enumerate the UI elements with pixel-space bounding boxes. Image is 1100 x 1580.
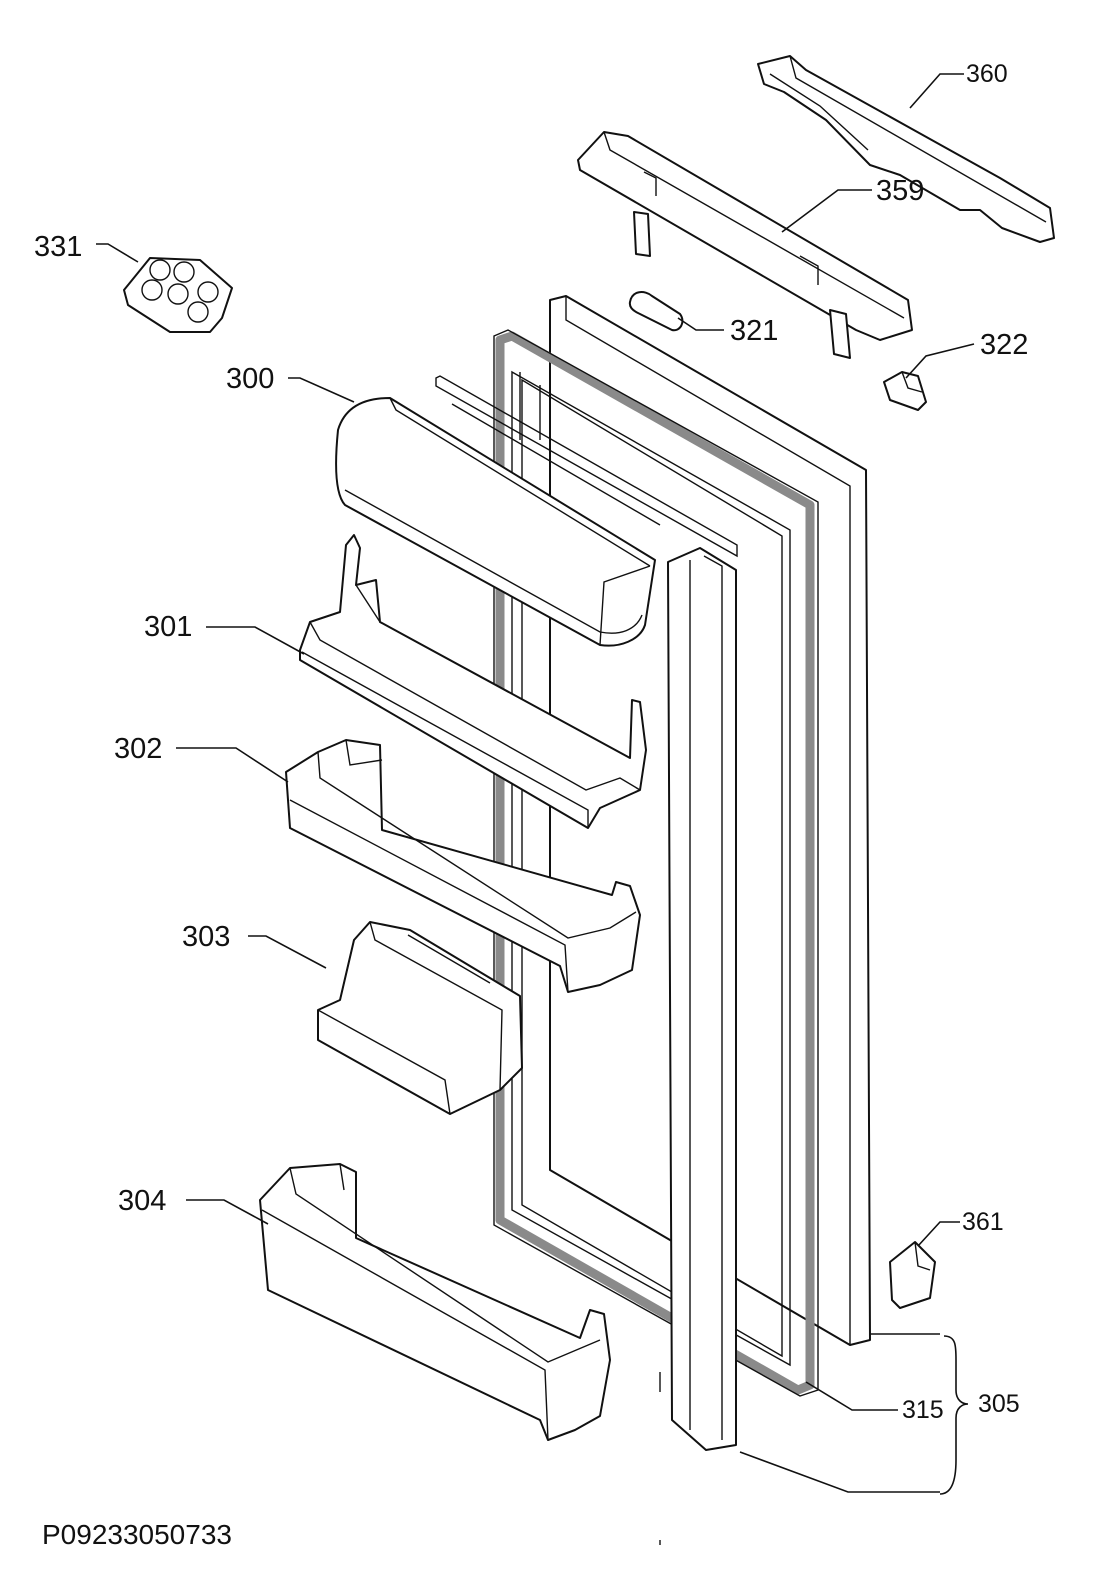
label-359: 359 xyxy=(876,175,924,207)
label-304: 304 xyxy=(118,1185,166,1217)
bottle-shelf-304 xyxy=(259,1163,611,1441)
leader-315 xyxy=(805,1381,898,1411)
door-shelf-302 xyxy=(285,739,641,993)
callouts: 331 300 301 302 303 304 321 322 359 360 … xyxy=(34,60,1028,1424)
label-321: 321 xyxy=(730,315,778,347)
leader-361 xyxy=(917,1221,960,1247)
leader-331 xyxy=(96,243,139,263)
label-360: 360 xyxy=(966,60,1008,88)
leader-302 xyxy=(176,747,289,783)
dairy-compartment-300 xyxy=(335,397,656,647)
label-302: 302 xyxy=(114,733,162,765)
spacer-361 xyxy=(889,1241,936,1309)
leader-lines xyxy=(96,73,975,1495)
label-331: 331 xyxy=(34,231,82,263)
leader-305-bottom xyxy=(739,1451,940,1493)
leader-304 xyxy=(186,1199,269,1225)
document-id: P09233050733 xyxy=(42,1519,232,1550)
label-301: 301 xyxy=(144,611,192,643)
door-handle-359 xyxy=(577,131,913,359)
leader-360 xyxy=(909,73,964,109)
leader-300 xyxy=(288,377,355,403)
leader-303 xyxy=(248,935,327,969)
leader-322 xyxy=(905,343,975,379)
clip-322 xyxy=(883,371,927,411)
label-303: 303 xyxy=(182,921,230,953)
brace-305 xyxy=(939,1335,969,1495)
leader-321 xyxy=(677,317,724,331)
leader-301 xyxy=(206,626,305,655)
door-shelf-301 xyxy=(299,534,647,829)
egg-tray-331 xyxy=(123,257,233,333)
label-305: 305 xyxy=(978,1390,1020,1418)
label-315: 315 xyxy=(902,1396,944,1424)
label-322: 322 xyxy=(980,329,1028,361)
hinge-pin-321 xyxy=(628,291,684,332)
leader-359 xyxy=(781,189,872,233)
label-300: 300 xyxy=(226,363,274,395)
door-inner-liner xyxy=(435,375,738,1545)
small-bin-303 xyxy=(317,921,523,1115)
label-361: 361 xyxy=(962,1208,1004,1236)
hinge-plate-360 xyxy=(757,55,1055,243)
